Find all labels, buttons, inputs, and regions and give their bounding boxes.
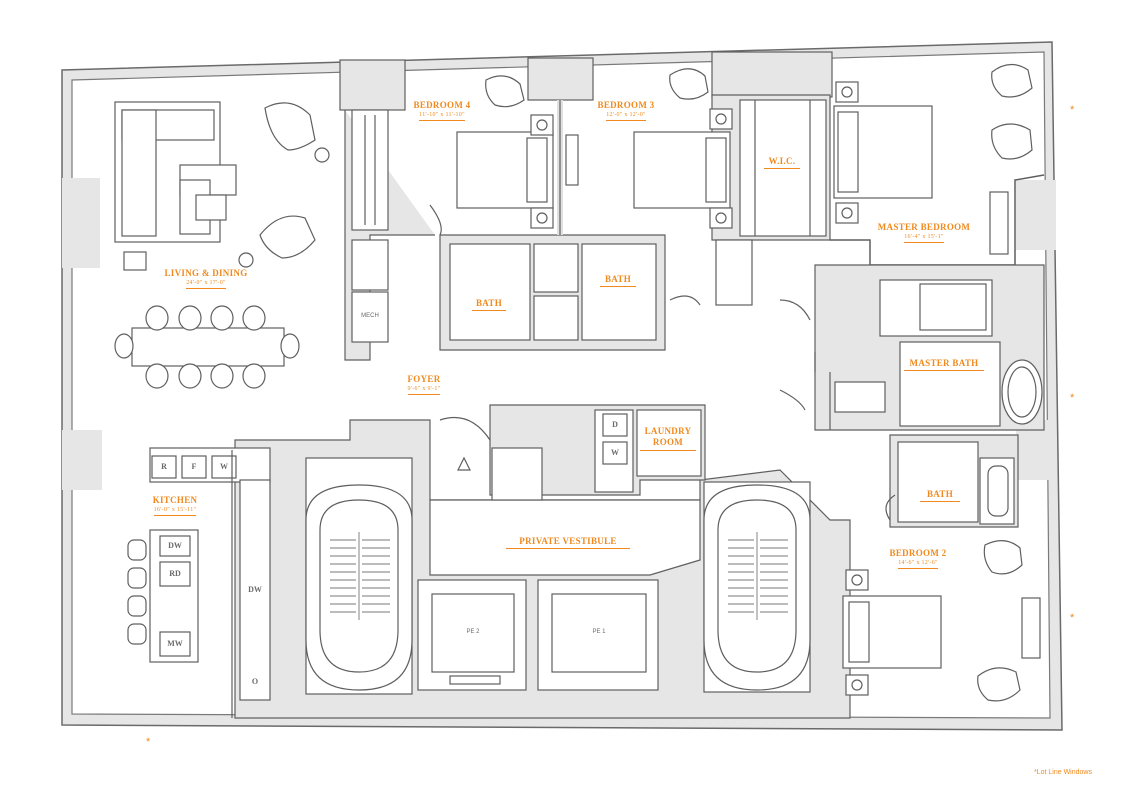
fixture-fridge: R <box>161 462 167 471</box>
room-living-dining-name: LIVING & DINING <box>164 268 248 278</box>
fixture-freezer: F <box>191 462 197 471</box>
room-master-bedroom-name: MASTER BEDROOM <box>877 222 971 232</box>
lot-line-marker: * <box>1070 612 1075 624</box>
room-bedroom-2-name: BEDROOM 2 <box>889 548 947 558</box>
lot-line-marker: * <box>146 736 151 748</box>
room-bedroom-3: BEDROOM 3 12'-0" x 12'-0" <box>594 100 658 121</box>
room-bedroom-2-dims: 14'-6" x 12'-6" <box>898 560 938 569</box>
fixture-wine: W <box>220 462 228 471</box>
room-bath-b-name: BATH <box>600 274 636 287</box>
room-kitchen-dims: 16'-0" x 15'-11" <box>153 507 197 516</box>
room-foyer: FOYER 9'-6" x 9'-1" <box>396 374 452 395</box>
elevator-pe2: PE 2 <box>466 629 480 635</box>
fixture-oven: O <box>251 677 259 686</box>
fixture-washer: W <box>611 448 619 457</box>
room-laundry-name: LAUNDRY ROOM <box>640 426 696 451</box>
fixture-dryer: D <box>612 420 618 429</box>
room-wic-name: W.I.C. <box>764 156 800 169</box>
room-bath-a-name: BATH <box>472 298 506 311</box>
room-bath-c-name: BATH <box>920 489 960 502</box>
room-living-dining: LIVING & DINING 24'-0" x 17'-0" <box>158 268 254 289</box>
room-master-bedroom: MASTER BEDROOM 16'-4" x 15'-1" <box>872 222 976 243</box>
room-kitchen-name: KITCHEN <box>152 495 198 505</box>
room-master-bath-name: MASTER BATH <box>904 358 984 371</box>
room-bath-a: BATH <box>472 298 506 311</box>
room-bath-b: BATH <box>600 274 636 287</box>
room-bedroom-4-name: BEDROOM 4 <box>413 100 471 110</box>
room-master-bedroom-dims: 16'-4" x 15'-1" <box>904 234 944 243</box>
fixture-microwave: MW <box>167 639 183 648</box>
room-private-vestibule-name: PRIVATE VESTIBULE <box>506 536 630 549</box>
fixture-dishwasher-1: DW <box>168 541 182 550</box>
room-laundry: LAUNDRY ROOM <box>640 426 696 451</box>
room-private-vestibule: PRIVATE VESTIBULE <box>506 536 630 549</box>
room-bedroom-4-dims: 11'-10" x 11'-10" <box>419 112 465 121</box>
room-bedroom-4: BEDROOM 4 11'-10" x 11'-10" <box>410 100 474 121</box>
room-bedroom-2: BEDROOM 2 14'-6" x 12'-6" <box>884 548 952 569</box>
room-wic: W.I.C. <box>764 156 800 169</box>
room-foyer-name: FOYER <box>407 374 441 384</box>
room-living-dining-dims: 24'-0" x 17'-0" <box>186 280 226 289</box>
lot-line-marker: * <box>1070 104 1075 116</box>
room-bedroom-3-dims: 12'-0" x 12'-0" <box>606 112 646 121</box>
room-bath-c: BATH <box>920 489 960 502</box>
room-foyer-dims: 9'-6" x 9'-1" <box>407 386 441 395</box>
room-kitchen: KITCHEN 16'-0" x 15'-11" <box>140 495 210 516</box>
room-bedroom-3-name: BEDROOM 3 <box>597 100 655 110</box>
lot-line-note: *Lot Line Windows <box>1034 769 1092 776</box>
elevator-pe1: PE 1 <box>592 629 606 635</box>
fixture-dishwasher-2: DW <box>248 585 262 594</box>
room-master-bath: MASTER BATH <box>904 358 984 371</box>
fixture-mech: MECH <box>361 313 379 319</box>
lot-line-marker: * <box>1070 392 1075 404</box>
fixture-rd: RD <box>169 569 181 578</box>
